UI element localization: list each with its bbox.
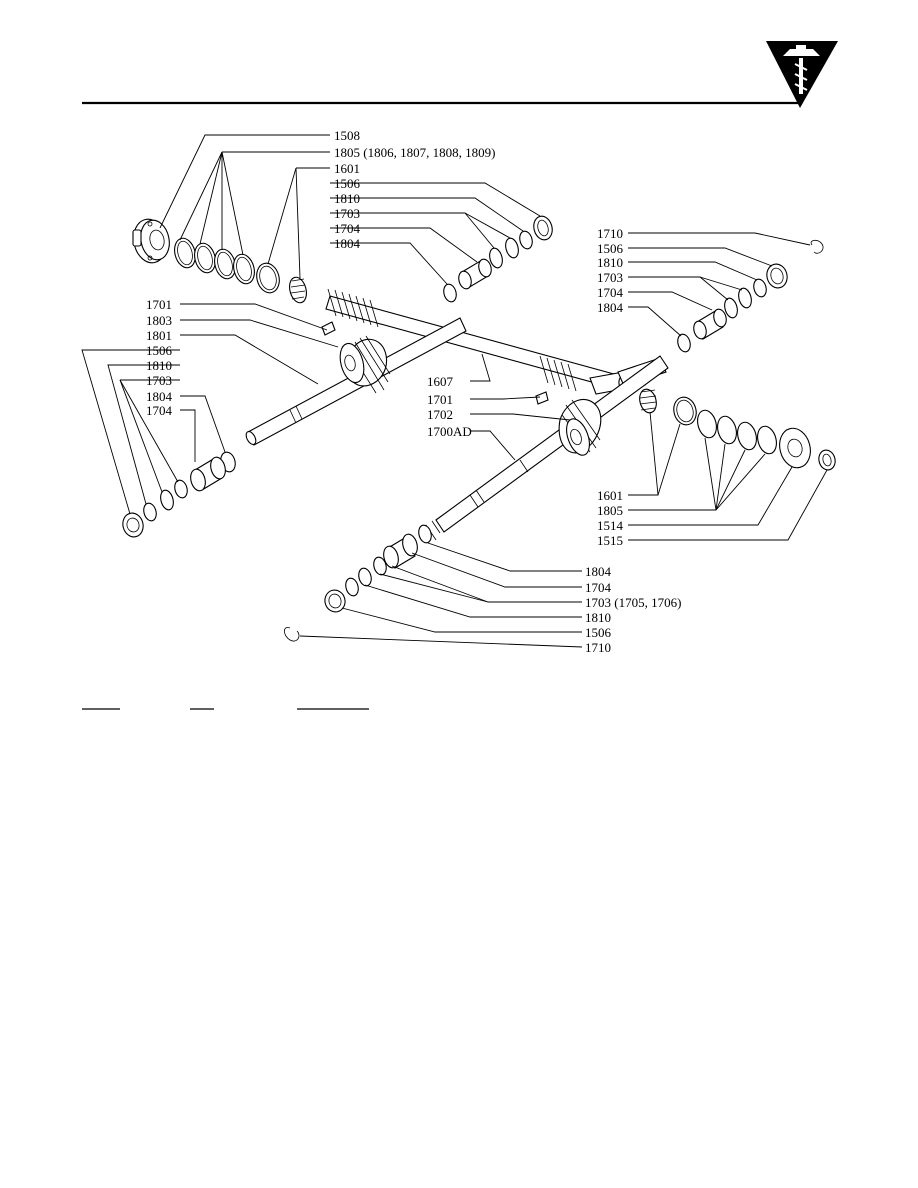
callout-1804-right: 1804	[597, 300, 624, 315]
callout-1601-upper: 1601	[334, 161, 360, 176]
callout-1810-upper: 1810	[334, 191, 360, 206]
drill-press-logo-icon	[766, 41, 838, 108]
main-shaft-1700ad	[425, 355, 669, 541]
callout-1710-upper: 1710	[597, 226, 623, 241]
callout-1506-left: 1506	[146, 343, 173, 358]
callout-1804-upper: 1804	[334, 236, 361, 251]
callout-1704-right: 1704	[597, 285, 624, 300]
bearing-flange-right	[639, 388, 836, 471]
callout-1701-center: 1701	[427, 392, 453, 407]
callout-1804-left: 1804	[146, 389, 173, 404]
callout-1805-right: 1805	[597, 503, 623, 518]
callout-1704-upper: 1704	[334, 221, 361, 236]
callout-1702: 1702	[427, 407, 453, 422]
callout-1703-right: 1703	[597, 270, 623, 285]
callout-1506-right: 1506	[597, 241, 624, 256]
bushing-stack-upper-right	[677, 239, 824, 353]
bearing-1601-upper	[256, 262, 307, 304]
callout-1506-lower: 1506	[585, 625, 612, 640]
callout-1607: 1607	[427, 374, 454, 389]
callout-1601-right: 1601	[597, 488, 623, 503]
callout-1508: 1508	[334, 128, 360, 143]
bushing-stack-lower-center	[283, 524, 432, 642]
callout-1810-left: 1810	[146, 358, 172, 373]
callout-1804-lower: 1804	[585, 564, 612, 579]
washer-stack-1805-upper	[174, 237, 255, 285]
callout-1701-left: 1701	[146, 297, 172, 312]
callout-1704-lower: 1704	[585, 580, 612, 595]
callout-1704-left: 1704	[146, 403, 173, 418]
callout-1515: 1515	[597, 533, 623, 548]
callout-1703-upper: 1703	[334, 206, 360, 221]
callout-1801: 1801	[146, 328, 172, 343]
callout-1514: 1514	[597, 518, 624, 533]
callout-1810-lower: 1810	[585, 610, 611, 625]
callout-1710-lower: 1710	[585, 640, 611, 655]
bearing-housing-1508	[132, 218, 170, 264]
callout-1803: 1803	[146, 313, 172, 328]
bushing-stack-lower-left	[122, 451, 236, 538]
callout-1700ad: 1700AD	[427, 424, 472, 439]
callout-1703-lower: 1703 (1705, 1706)	[585, 595, 681, 610]
callout-1506-upper: 1506	[334, 176, 361, 191]
callout-1810-right: 1810	[597, 255, 623, 270]
gear-shaft-1801	[245, 317, 467, 446]
callout-1703-left: 1703	[146, 373, 172, 388]
callout-1805-upper: 1805 (1806, 1807, 1808, 1809)	[334, 145, 495, 160]
bushing-stack-upper-center	[443, 215, 553, 303]
leader-lines	[81, 134, 828, 648]
